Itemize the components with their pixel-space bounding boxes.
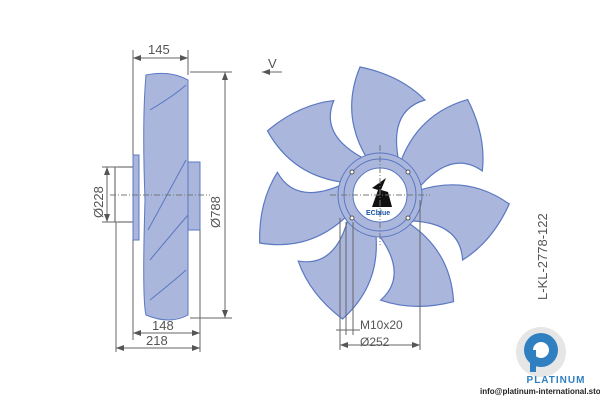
dim-228: Ø228	[91, 186, 106, 218]
fan-blade	[297, 220, 377, 320]
brand-email: info@platinum-international.store	[480, 387, 600, 396]
fan-blade	[266, 99, 363, 184]
fan-blade	[351, 66, 427, 161]
dim-bolt: M10x20	[360, 318, 403, 332]
dim-148: 148	[152, 318, 174, 333]
part-code: L-KL-2778-122	[535, 213, 550, 300]
side-view	[114, 72, 201, 321]
rear-hub	[187, 161, 201, 231]
side-dimensions	[102, 50, 282, 352]
platinum-logo-icon	[516, 327, 566, 377]
fan-blade	[399, 98, 484, 187]
front-blades	[259, 66, 510, 320]
hub-label: ECblue	[366, 210, 390, 217]
fan-blade	[259, 171, 350, 246]
brand-name: PLATINUM	[526, 375, 586, 386]
ecblue-logo-icon	[372, 178, 392, 207]
dim-788: Ø788	[208, 196, 223, 228]
hub-flange	[132, 154, 140, 241]
dim-218: 218	[146, 333, 168, 348]
front-dimensions	[336, 200, 421, 350]
airflow-label: V	[268, 56, 277, 71]
dim-252: Ø252	[360, 335, 390, 349]
dim-145: 145	[148, 42, 170, 57]
fan-blade	[412, 184, 510, 262]
